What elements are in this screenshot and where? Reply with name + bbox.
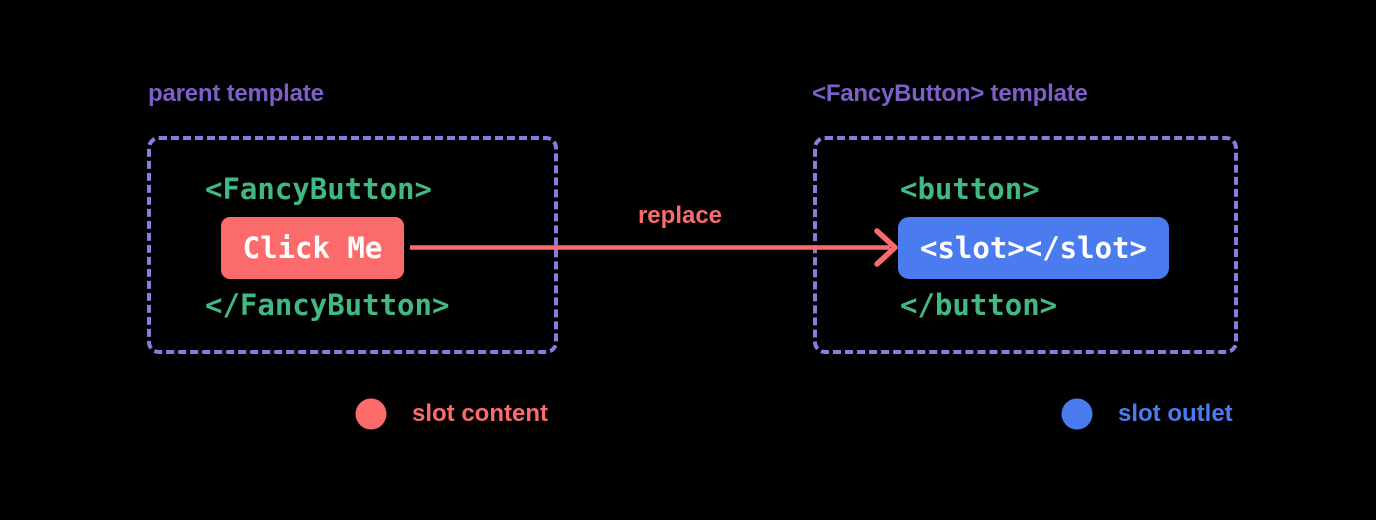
slot-outlet-chip: <slot></slot> (898, 217, 1169, 279)
click-me-slot-content-chip: Click Me (221, 217, 404, 279)
fancybutton-template-title: <FancyButton> template (812, 80, 1088, 107)
button-open-tag: <button> (900, 172, 1040, 206)
slot-outlet-label: slot outlet (1118, 400, 1233, 427)
parent-template-title: parent template (148, 80, 324, 107)
slot-content-label: slot content (412, 400, 548, 427)
button-close-tag: </button> (900, 288, 1058, 322)
legend-slot-outlet: slot outlet (1061, 398, 1233, 430)
parent-template-box: <FancyButton> Click Me </FancyButton> (147, 136, 558, 354)
fancybutton-template-box: <button> <slot></slot> </button> (813, 136, 1238, 354)
click-me-label: Click Me (242, 231, 383, 265)
replace-label: replace (637, 202, 723, 229)
slot-outlet-dot-icon (1061, 398, 1093, 430)
replace-arrowhead-icon (874, 228, 898, 267)
replace-arrow (410, 228, 898, 267)
slot-content-dot-icon (355, 398, 387, 430)
fancybutton-close-tag: </FancyButton> (205, 288, 450, 322)
fancybutton-open-tag: <FancyButton> (205, 172, 432, 206)
slot-tag-label: <slot></slot> (920, 231, 1147, 265)
legend-slot-content: slot content (355, 398, 548, 430)
